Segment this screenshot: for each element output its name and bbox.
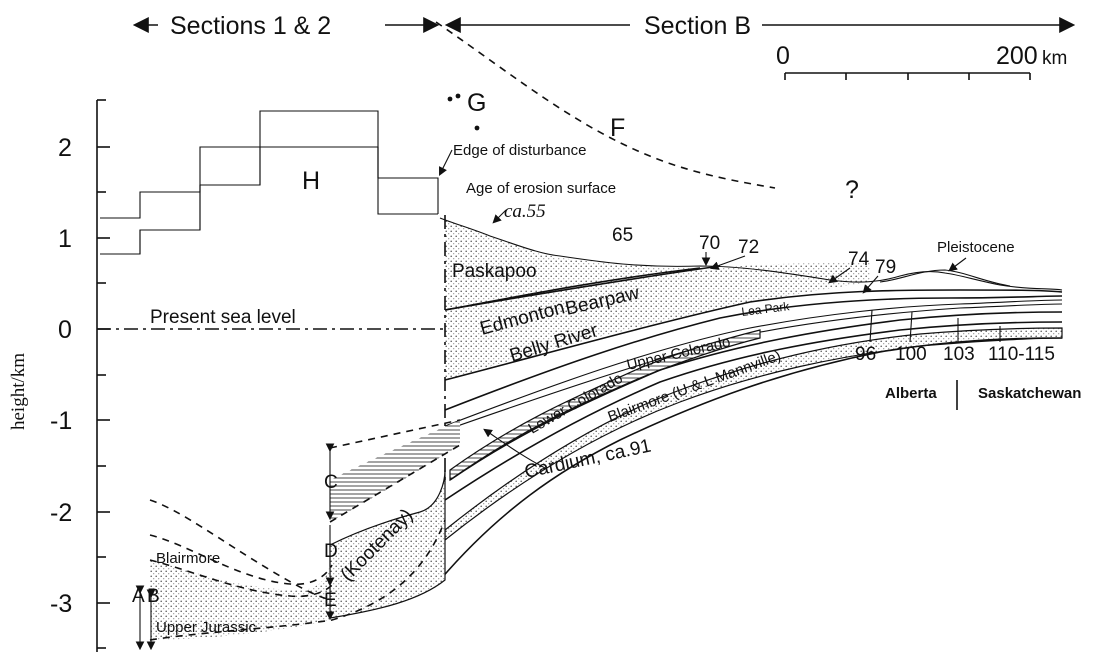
marker-d: D — [324, 541, 338, 562]
section-b-label: Section B — [644, 12, 751, 40]
paskapoo-label: Paskapoo — [452, 261, 537, 282]
tick-neg2: -2 — [50, 499, 72, 527]
header-arrows: Sections 1 & 2 Section B — [136, 12, 1072, 40]
ca55-label: ca.55 — [504, 201, 546, 222]
marker-c: C — [324, 472, 338, 493]
scale-bar: 0 200 km — [776, 42, 1067, 80]
edge-label: Edge of disturbance — [453, 142, 586, 159]
age-70: 70 — [699, 233, 720, 254]
upper-jurassic-label: Upper Jurassic — [156, 619, 257, 636]
marker-b: B — [147, 586, 160, 607]
tick-2: 2 — [58, 134, 72, 162]
age-96: 96 — [855, 344, 876, 365]
tick-0: 0 — [58, 316, 72, 344]
curve-g: G — [448, 89, 487, 130]
marker-a: A — [132, 586, 145, 607]
curve-g-label: G — [467, 89, 486, 117]
curve-f-label: F — [610, 114, 625, 142]
age-79: 79 — [875, 257, 896, 278]
erosion-age-label: Age of erosion surface — [466, 180, 616, 197]
sections-1-2-label: Sections 1 & 2 — [170, 12, 331, 40]
tick-neg1: -1 — [50, 407, 72, 435]
axis-label: height/km — [8, 353, 29, 430]
scale-start: 0 — [776, 42, 790, 70]
scale-unit: km — [1042, 48, 1067, 69]
alberta-label: Alberta — [885, 385, 937, 402]
marker-e: E — [324, 590, 337, 611]
age-74: 74 — [848, 249, 870, 270]
curve-h: H — [100, 111, 438, 254]
tick-neg3: -3 — [50, 590, 72, 618]
age-110-115: 110-115 — [988, 344, 1055, 365]
age-103: 103 — [943, 344, 975, 365]
saskatchewan-label: Saskatchewan — [978, 385, 1081, 402]
tick-1: 1 — [58, 225, 72, 253]
age-72: 72 — [738, 237, 759, 258]
scale-end: 200 — [996, 42, 1038, 70]
curve-f — [436, 22, 775, 188]
curve-h-label: H — [302, 167, 320, 195]
blairmore-label: Blairmore — [156, 550, 220, 567]
age-100: 100 — [895, 344, 927, 365]
y-axis: 2 1 0 -1 -2 -3 height/km — [8, 100, 110, 652]
sea-level-label: Present sea level — [150, 307, 296, 328]
section-b-body — [330, 215, 1062, 618]
age-65: 65 — [612, 225, 633, 246]
pleistocene-label: Pleistocene — [937, 239, 1015, 256]
unknown-label: ? — [845, 176, 859, 204]
